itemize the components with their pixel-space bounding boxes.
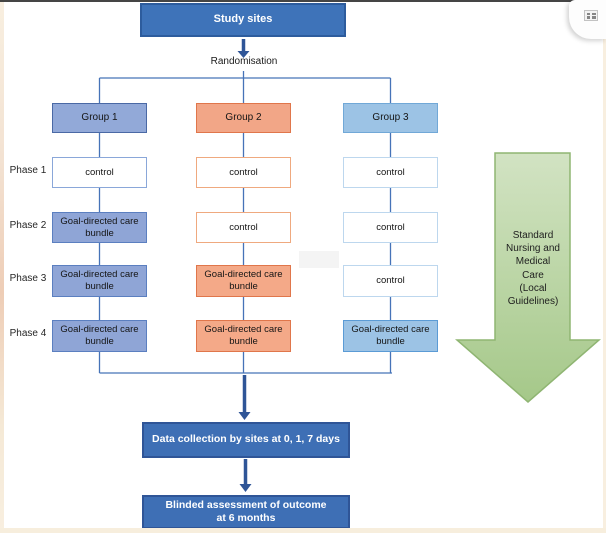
group1-label: Group 1 bbox=[81, 111, 118, 123]
group2-label: Group 2 bbox=[225, 111, 262, 123]
randomisation-label: Randomisation bbox=[210, 56, 278, 67]
page-edge-right bbox=[603, 0, 606, 533]
group1-header: Group 1 bbox=[52, 103, 147, 133]
data-collection-label: Data collection by sites at 0, 1, 7 days bbox=[152, 433, 340, 446]
cell-phase3-group3: control bbox=[343, 265, 438, 297]
top-border bbox=[0, 0, 606, 2]
cell-phase1-group3: control bbox=[343, 157, 438, 188]
cell-phase2-group1: Goal-directed care bundle bbox=[52, 212, 147, 243]
phase4-label: Phase 4 bbox=[9, 328, 47, 339]
page-edge-left bbox=[0, 0, 4, 533]
cell-phase2-group3: control bbox=[343, 212, 438, 243]
study-sites-box: Study sites bbox=[140, 3, 346, 37]
study-sites-label: Study sites bbox=[213, 13, 273, 26]
standard-care-arrow bbox=[455, 152, 601, 403]
cell-phase3-group1: Goal-directed care bundle bbox=[52, 265, 147, 297]
grid-icon bbox=[584, 10, 598, 21]
blinded-assessment-label: Blinded assessment of outcome at 6 month… bbox=[165, 498, 327, 524]
page-edge-bottom bbox=[0, 528, 606, 533]
cell-phase4-group2: Goal-directed care bundle bbox=[196, 320, 291, 352]
blinded-assessment-box: Blinded assessment of outcome at 6 month… bbox=[142, 495, 350, 529]
cell-phase2-group2: control bbox=[196, 212, 291, 243]
group2-header: Group 2 bbox=[196, 103, 291, 133]
phase2-label: Phase 2 bbox=[9, 220, 47, 231]
flow-arrows bbox=[237, 39, 252, 492]
floating-widget-button[interactable] bbox=[569, 0, 606, 39]
highlight-artifact bbox=[299, 251, 339, 268]
data-collection-box: Data collection by sites at 0, 1, 7 days bbox=[142, 422, 350, 458]
cell-phase1-group1: control bbox=[52, 157, 147, 188]
standard-care-text: Standard Nursing and Medical Care (Local… bbox=[506, 230, 560, 307]
cell-phase4-group3: Goal-directed care bundle bbox=[343, 320, 438, 352]
phase1-label: Phase 1 bbox=[9, 165, 47, 176]
group3-header: Group 3 bbox=[343, 103, 438, 133]
cell-phase4-group1: Goal-directed care bundle bbox=[52, 320, 147, 352]
cell-phase3-group2: Goal-directed care bundle bbox=[196, 265, 291, 297]
group3-label: Group 3 bbox=[372, 111, 409, 123]
phase3-label: Phase 3 bbox=[9, 273, 47, 284]
cell-phase1-group2: control bbox=[196, 157, 291, 188]
